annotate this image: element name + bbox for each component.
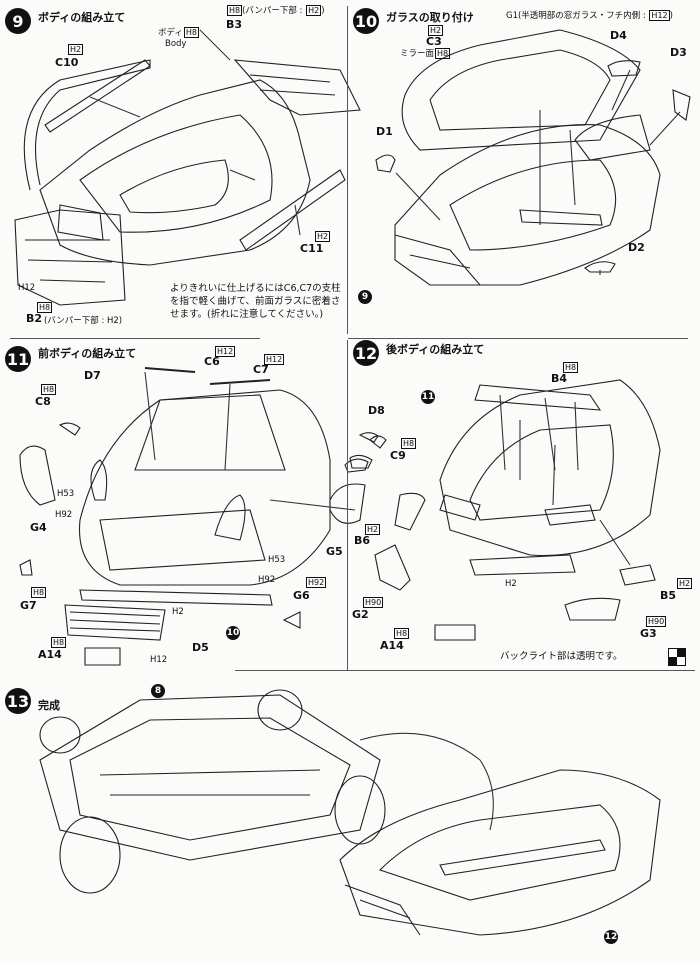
- ref-step-9: 9: [358, 290, 372, 304]
- divider-top-left: [10, 338, 260, 339]
- step-number-9: 9: [5, 8, 31, 34]
- step-title-11: 前ボディの組み立て: [38, 347, 137, 360]
- part-b4: B4: [551, 372, 568, 385]
- step-title-13: 完成: [38, 699, 60, 712]
- step10-body-drawing: [375, 29, 691, 286]
- part-c8: C8: [35, 395, 51, 408]
- body-en-label: Body: [165, 39, 187, 49]
- part-d5: D5: [192, 641, 209, 654]
- part-c11: C11: [300, 242, 324, 255]
- h53-paint-tag-b: H53: [268, 555, 286, 565]
- step-title-12: 後ボディの組み立て: [386, 343, 485, 356]
- part-d3: D3: [670, 46, 687, 59]
- step9-body-drawing: [14, 29, 361, 306]
- part-g3: G3: [640, 627, 657, 640]
- a14-paint-tag-11: H8: [51, 637, 67, 648]
- a14-paint-tag-12: H8: [394, 628, 410, 639]
- c9-paint-tag: H8: [401, 438, 417, 449]
- glass-note: よりきれいに仕上げるにはC6,C7の支柱を指で軽く曲げて、前面ガラスに密着させま…: [170, 283, 341, 320]
- h92-paint-tag-a: H92: [55, 510, 73, 520]
- part-c6: C6: [204, 355, 220, 368]
- step13-drawing: [39, 689, 661, 936]
- part-d2: D2: [628, 241, 645, 254]
- c8-paint-tag: H8: [41, 384, 57, 395]
- c11-paint-tag: H2: [315, 231, 331, 242]
- part-d4: D4: [610, 29, 627, 42]
- step11-front-drawing: [19, 367, 379, 666]
- h53-paint-tag-a: H53: [57, 489, 75, 499]
- ref-step-8: 8: [151, 684, 165, 698]
- b2-note: (バンパー下部 : H2): [44, 316, 123, 326]
- c7-paint-tag: H12: [264, 354, 285, 365]
- part-d1: D1: [376, 125, 393, 138]
- part-g6: G6: [293, 589, 310, 602]
- part-c9: C9: [390, 449, 406, 462]
- step-number-11: 11: [5, 346, 31, 372]
- clear-parts-icon: [668, 648, 686, 666]
- part-b3: B3: [226, 18, 243, 31]
- divider-vertical-top: [347, 6, 348, 334]
- step-number-10: 10: [353, 8, 379, 34]
- b5-paint-tag: H2: [677, 578, 693, 589]
- h12-paint-tag-11: H12: [150, 655, 168, 665]
- g7-paint-tag: H8: [31, 587, 47, 598]
- part-d8: D8: [368, 404, 385, 417]
- part-a14-front: A14: [38, 648, 62, 661]
- step-title-10: ガラスの取り付け: [386, 11, 474, 24]
- g2-paint-tag: H90: [363, 597, 384, 608]
- b2-paint-tag: H8: [37, 302, 53, 313]
- b6-paint-tag: H2: [365, 524, 381, 535]
- divider-vertical-mid: [347, 340, 348, 670]
- part-d7: D7: [84, 369, 101, 382]
- divider-top-right: [348, 338, 688, 339]
- part-b5: B5: [660, 589, 677, 602]
- g3-paint-tag: H90: [646, 616, 667, 627]
- b3-paint-tag: H8(バンパー下部 : H2): [227, 5, 325, 16]
- step-number-13: 13: [5, 688, 31, 714]
- step-title-9: ボディの組み立て: [38, 11, 126, 24]
- c3-paint-tag: H2: [428, 25, 444, 36]
- h92-paint-tag-b: H92: [258, 575, 276, 585]
- part-g2: G2: [352, 608, 369, 621]
- g6-paint-tag: H92: [306, 577, 327, 588]
- h2-paint-tag-12: H2: [505, 579, 517, 589]
- part-c10: C10: [55, 56, 79, 69]
- divider-bottom: [235, 670, 695, 671]
- h2-paint-tag-11: H2: [172, 607, 184, 617]
- part-c7: C7: [253, 363, 269, 376]
- part-a14-rear: A14: [380, 639, 404, 652]
- g1-note: G1(半透明部の窓ガラス・フチ内側 : H12): [506, 10, 673, 21]
- h12-paint-tag-9: H12: [18, 283, 36, 293]
- c10-paint-tag: H2: [68, 44, 84, 55]
- ref-step-10: 10: [226, 626, 240, 640]
- step12-rear-drawing: [349, 379, 661, 641]
- part-g4: G4: [30, 521, 47, 534]
- backlight-note: バックライト部は透明です。: [500, 651, 623, 662]
- ref-step-11: 11: [421, 390, 435, 404]
- ref-step-12: 12: [604, 930, 618, 944]
- b4-paint-tag: H8: [563, 362, 579, 373]
- step-number-12: 12: [353, 340, 379, 366]
- part-g7: G7: [20, 599, 37, 612]
- part-b6: B6: [354, 534, 371, 547]
- c6-paint-tag: H12: [215, 346, 236, 357]
- part-c3: C3: [426, 35, 442, 48]
- part-b2: B2: [26, 312, 43, 325]
- part-g5: G5: [326, 545, 343, 558]
